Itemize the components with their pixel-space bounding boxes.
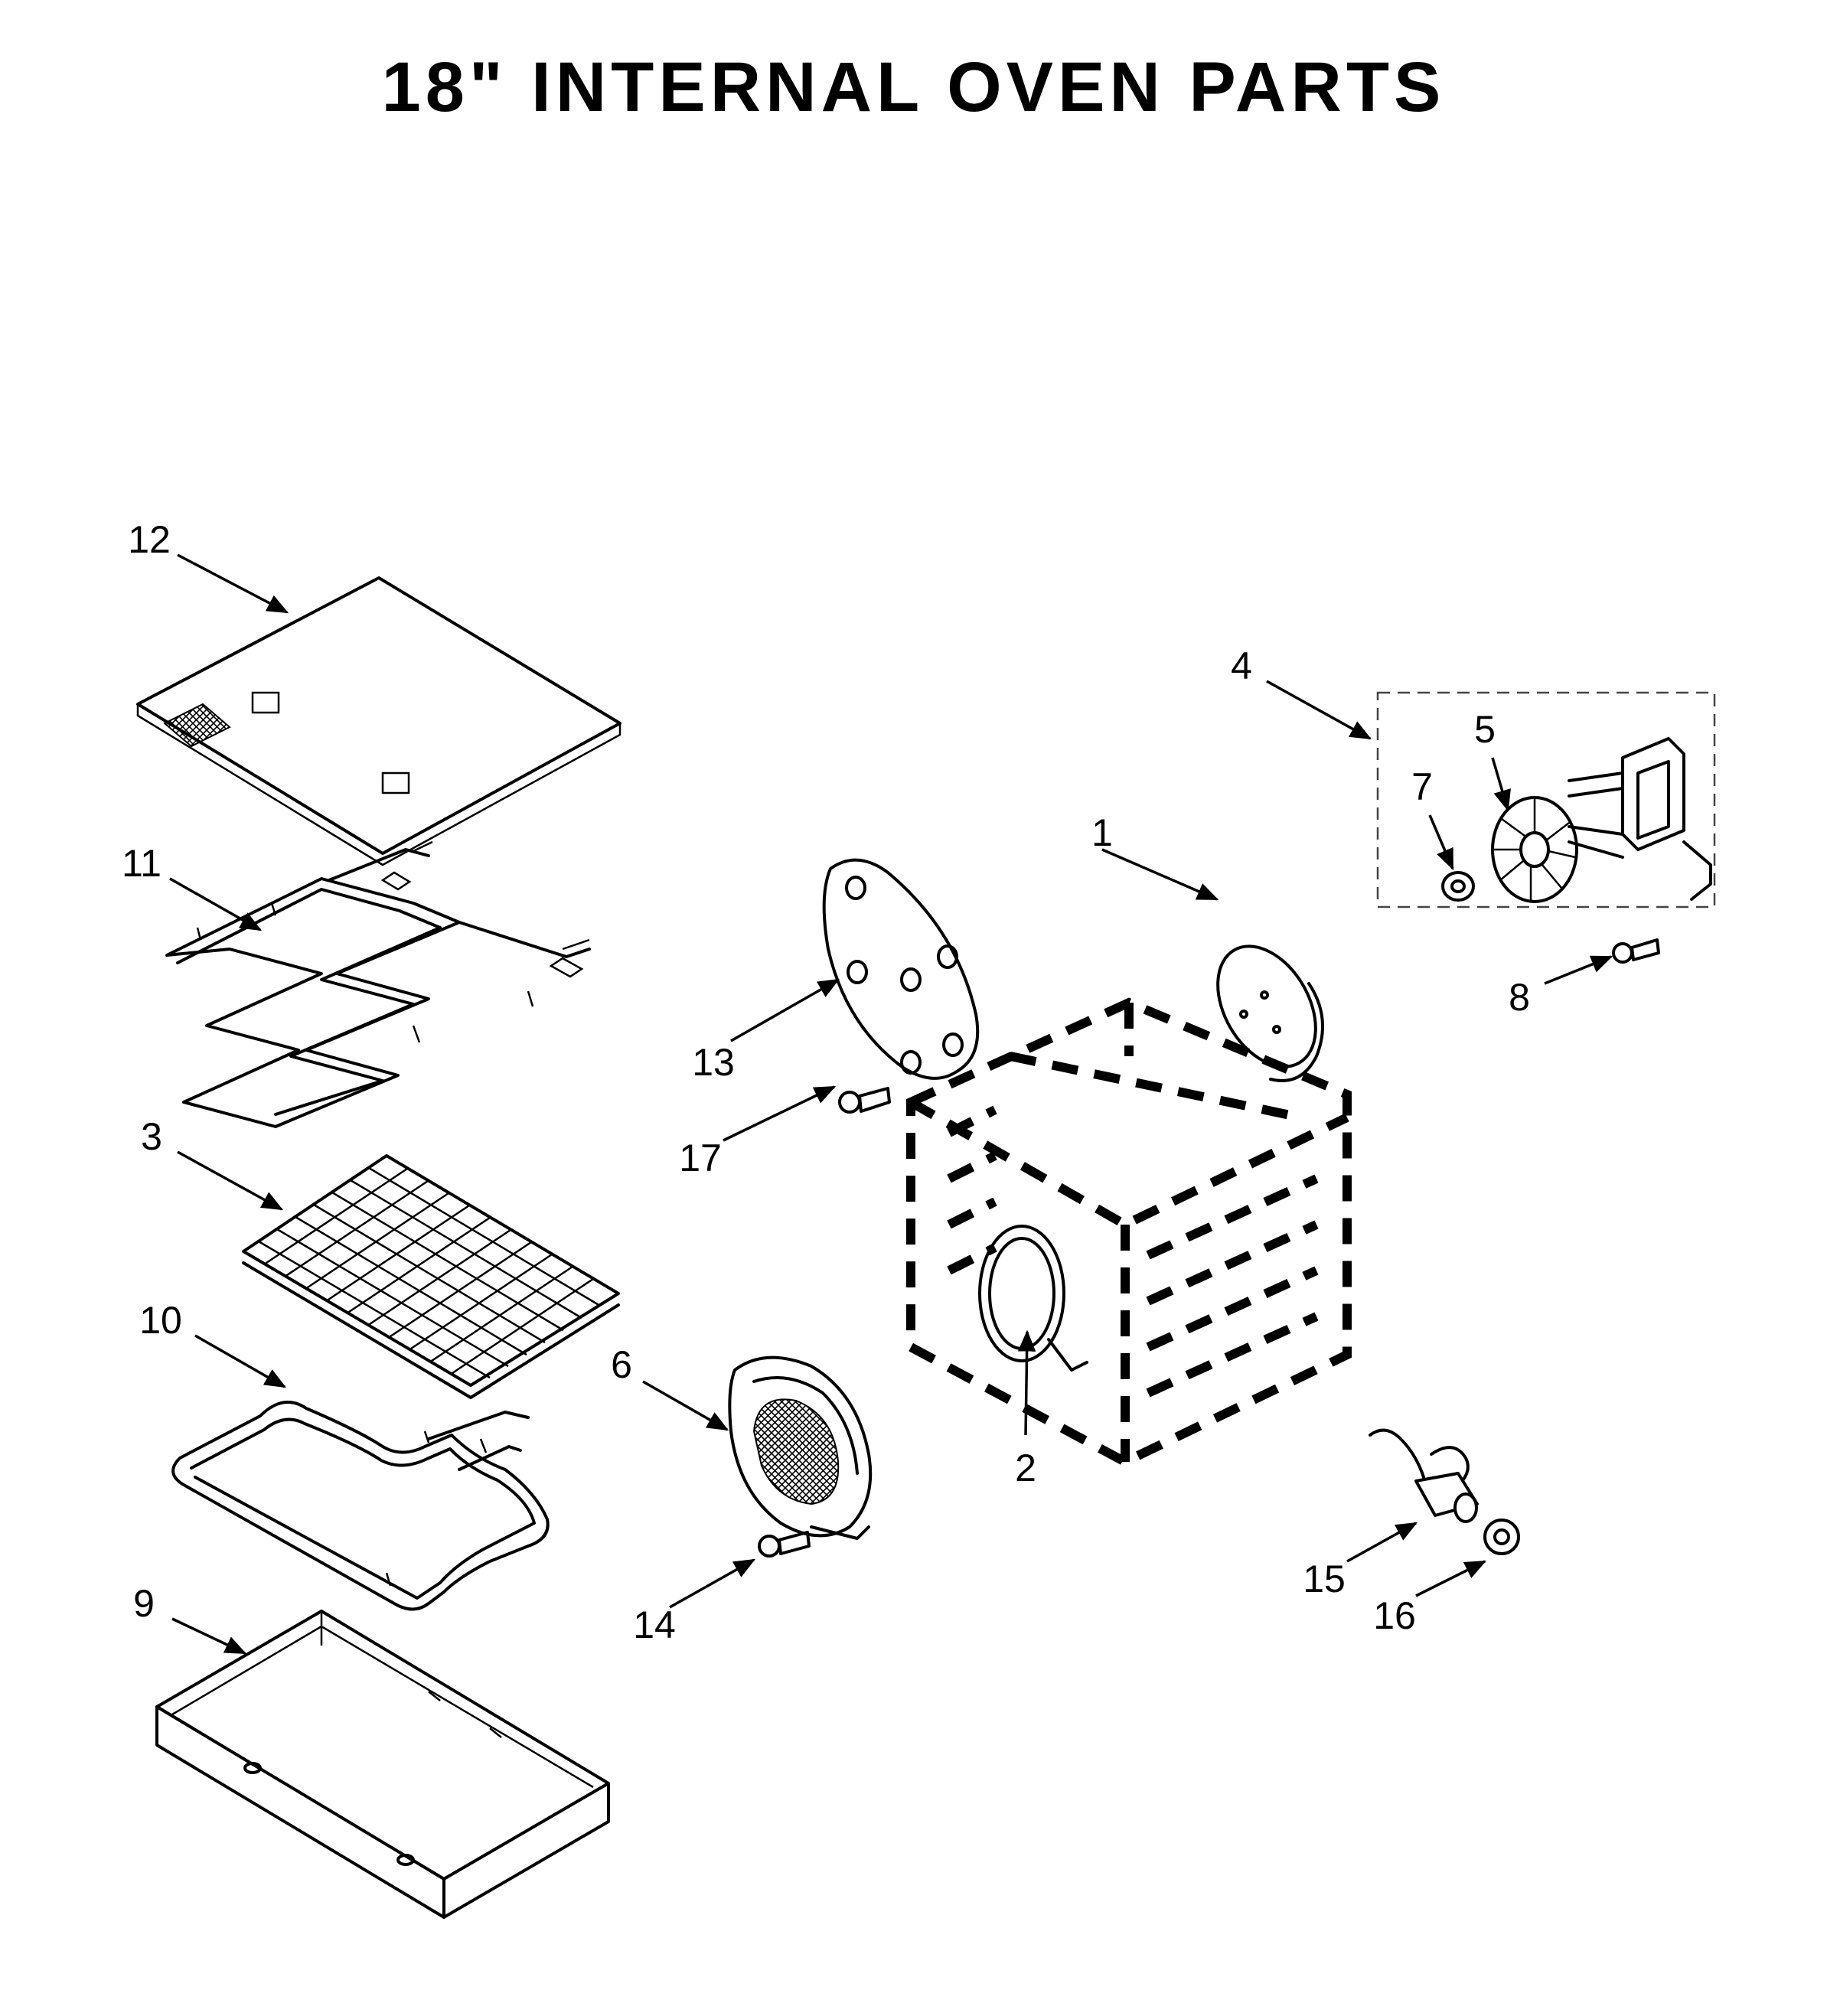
part-12-top-panel[interactable] (136, 576, 622, 866)
callout-3: 3 (141, 1115, 162, 1158)
callout-13: 13 (692, 1041, 735, 1084)
part-11-broil-element[interactable] (165, 840, 591, 1128)
callout-16: 16 (1373, 1594, 1416, 1637)
part-16-nut[interactable] (1483, 1519, 1520, 1555)
callout-15: 15 (1303, 1558, 1346, 1600)
callout-1: 1 (1091, 811, 1113, 854)
callout-14: 14 (633, 1603, 676, 1646)
callout-10: 10 (139, 1299, 182, 1342)
callout-12: 12 (128, 518, 171, 561)
page-title: 18" INTERNAL OVEN PARTS (381, 48, 1446, 126)
fan-motor (1568, 737, 1712, 901)
part-9-drip-pan[interactable] (155, 1610, 610, 1919)
part-5-fan-blade[interactable] (1491, 796, 1578, 903)
part-6-fan-cover[interactable] (728, 1355, 873, 1540)
callout-7: 7 (1411, 765, 1433, 808)
callout-8: 8 (1509, 976, 1530, 1019)
part-7-nut[interactable] (1441, 871, 1475, 902)
callout-17: 17 (679, 1137, 722, 1179)
callout-9: 9 (133, 1582, 155, 1625)
callout-4: 4 (1231, 644, 1252, 687)
callout-labels: 12 11 3 10 9 1 4 5 7 8 13 17 2 6 14 15 1… (122, 518, 1530, 1646)
callout-5: 5 (1474, 708, 1496, 751)
part-4-convection-fan-assembly[interactable] (1376, 691, 1716, 964)
part-1-insulation-disc[interactable] (1198, 929, 1336, 1084)
part-3-oven-rack[interactable] (242, 1154, 620, 1399)
part-13-back-plate[interactable] (822, 858, 980, 1080)
part-8-screw[interactable] (1612, 938, 1660, 964)
part-2-oven-cavity[interactable] (906, 997, 1352, 1467)
part-10-bake-element[interactable] (171, 1401, 550, 1611)
leader-lines (169, 553, 1613, 1655)
callout-2: 2 (1015, 1447, 1036, 1489)
part-17-screw[interactable] (838, 1087, 891, 1114)
callout-6: 6 (611, 1343, 632, 1386)
part-14-screw[interactable] (758, 1531, 811, 1558)
part-15-temperature-sensor[interactable] (1369, 1428, 1479, 1523)
callout-11: 11 (122, 842, 161, 885)
